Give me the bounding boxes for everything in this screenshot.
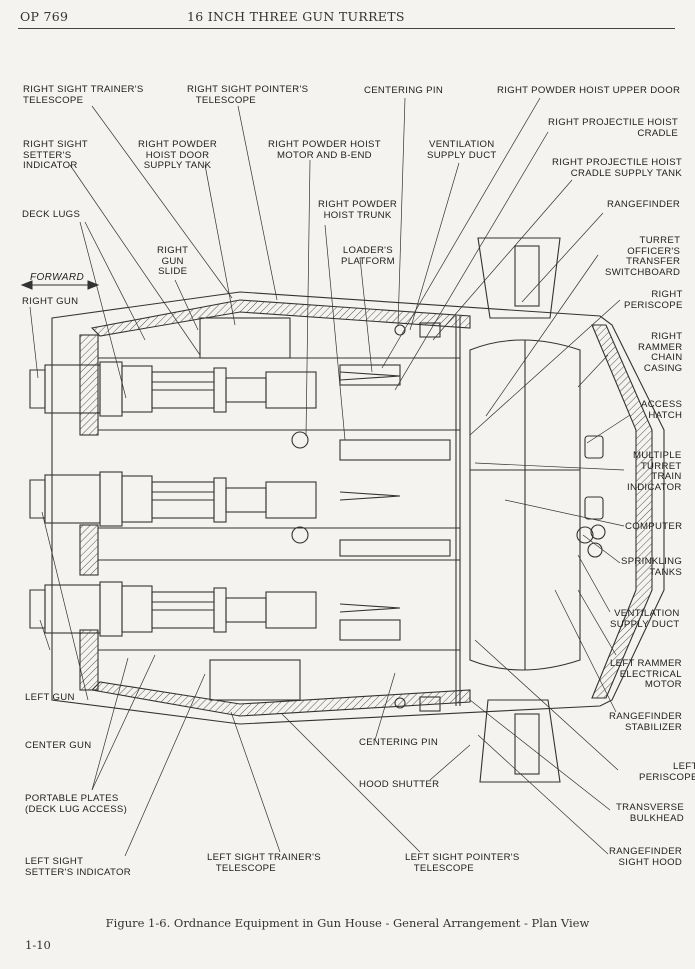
label-centering-pin-top: CENTERING PIN [364, 85, 444, 96]
forward-arrow-icon [20, 280, 100, 290]
label-right-sight-setters-indicator: RIGHT SIGHT SETTER'S INDICATOR [23, 139, 88, 171]
label-sprinkling-tanks: SPRINKLING TANKS [621, 556, 683, 578]
label-right-gun: RIGHT GUN [22, 296, 79, 307]
label-left-rammer-electrical-motor: LEFT RAMMER ELECTRICAL MOTOR [610, 658, 682, 690]
page-number: 1-10 [25, 938, 51, 952]
label-right-powder-hoist-trunk: RIGHT POWDER HOIST TRUNK [318, 199, 398, 221]
page-header-title: 16 INCH THREE GUN TURRETS [187, 9, 405, 24]
label-rangefinder-sight-hood: RANGEFINDER SIGHT HOOD [609, 846, 683, 868]
front-wall-upper [79, 334, 99, 436]
label-deck-lugs: DECK LUGS [22, 209, 81, 220]
label-hood-shutter: HOOD SHUTTER [359, 779, 440, 790]
label-computer: COMPUTER [625, 521, 683, 532]
label-right-periscope: RIGHT PERISCOPE [624, 289, 683, 311]
lower-rangefinder-hood [479, 699, 561, 783]
front-wall-lower [79, 629, 99, 691]
leader-lines [29, 97, 631, 857]
label-right-projectile-hoist-cradle: RIGHT PROJECTILE HOIST CRADLE [548, 117, 679, 139]
label-transverse-bulkhead: TRANSVERSE BULKHEAD [616, 802, 685, 824]
header-rule [18, 28, 675, 29]
label-rangefinder-stabilizer: RANGEFINDER STABILIZER [609, 711, 683, 733]
figure-caption: Figure 1-6. Ordnance Equipment in Gun Ho… [105, 916, 590, 930]
label-left-periscope: LEFT PERISCOPE [639, 761, 695, 783]
upper-rangefinder-hood [477, 237, 561, 319]
forward-label: FORWARD [30, 272, 85, 283]
document-number: OP 769 [20, 9, 69, 24]
label-loaders-platform: LOADER'S PLATFORM [341, 245, 395, 267]
label-multiple-turret-train-indicator: MULTIPLE TURRET TRAIN INDICATOR [627, 450, 682, 493]
label-right-powder-hoist-upper-door: RIGHT POWDER HOIST UPPER DOOR [497, 85, 681, 96]
label-right-powder-hoist-motor-b-end: RIGHT POWDER HOIST MOTOR AND B-END [268, 139, 381, 161]
label-left-sight-pointers-telescope: LEFT SIGHT POINTER'S TELESCOPE [405, 852, 520, 874]
label-portable-plates: PORTABLE PLATES (DECK LUG ACCESS) [25, 793, 128, 815]
front-wall-middle [79, 524, 99, 576]
label-right-powder-hoist-door-supply-tank: RIGHT POWDER HOIST DOOR SUPPLY TANK [138, 139, 218, 171]
gun-house-outline [51, 291, 665, 725]
label-right-sight-pointers-telescope: RIGHT SIGHT POINTER'S TELESCOPE [187, 84, 309, 106]
rangefinder-booth [469, 339, 581, 671]
label-center-gun: CENTER GUN [25, 740, 92, 751]
label-ventilation-supply-duct-right: VENTILATION SUPPLY DUCT [610, 608, 680, 630]
label-ventilation-supply-duct-top: VENTILATION SUPPLY DUCT [427, 139, 497, 161]
label-centering-pin-bottom: CENTERING PIN [359, 737, 439, 748]
label-right-rammer-chain-casing: RIGHT RAMMER CHAIN CASING [638, 331, 683, 374]
label-right-gun-slide: RIGHT GUN SLIDE [157, 245, 189, 277]
label-left-sight-setters-indicator: LEFT SIGHT SETTER'S INDICATOR [25, 856, 132, 878]
top-armor-plate [90, 299, 471, 337]
rear-wall [591, 324, 653, 699]
right-gun-assembly [29, 361, 317, 417]
label-right-projectile-hoist-cradle-supply-tank: RIGHT PROJECTILE HOIST CRADLE SUPPLY TAN… [552, 157, 683, 179]
label-left-gun: LEFT GUN [25, 692, 75, 703]
center-gun-assembly [29, 471, 317, 527]
left-gun-assembly [29, 581, 317, 637]
label-left-sight-trainers-telescope: LEFT SIGHT TRAINER'S TELESCOPE [207, 852, 321, 874]
label-turret-officers-transfer-switchboard: TURRET OFFICER'S TRANSFER SWITCHBOARD [605, 235, 681, 278]
label-rangefinder: RANGEFINDER [607, 199, 681, 210]
label-access-hatch: ACCESS HATCH [641, 399, 683, 421]
label-right-sight-trainers-telescope: RIGHT SIGHT TRAINER'S TELESCOPE [23, 84, 144, 106]
bottom-armor-plate [90, 681, 471, 717]
